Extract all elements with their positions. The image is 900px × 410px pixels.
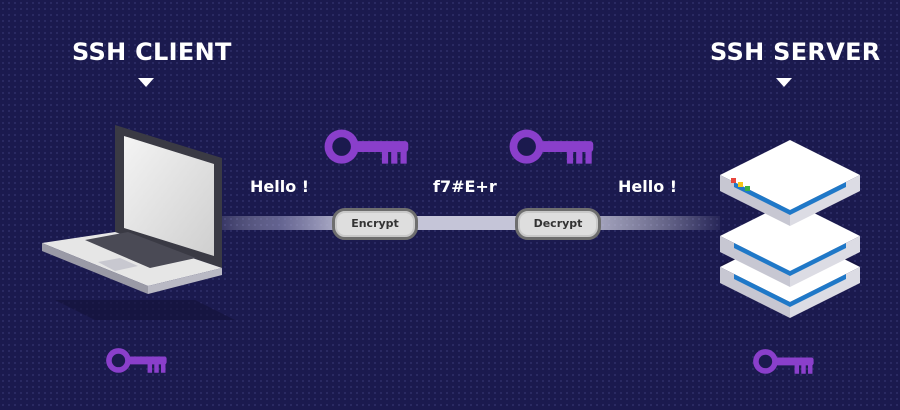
plaintext-right: Hello ! (618, 177, 678, 196)
key-icon (753, 349, 814, 374)
status-light-yellow (738, 182, 743, 187)
client-title: SSH CLIENT (72, 38, 232, 66)
status-light-green (745, 186, 750, 191)
key-icon (509, 129, 594, 164)
ciphertext: f7#E+r (433, 177, 497, 196)
server-title: SSH SERVER (710, 38, 881, 66)
status-light-red (731, 178, 736, 183)
key-icon (324, 129, 409, 164)
decrypt-step: Decrypt (515, 208, 601, 240)
laptop-icon (42, 125, 235, 320)
key-icon (106, 348, 167, 373)
server-icon (720, 140, 860, 318)
connection-beam (210, 216, 720, 230)
plaintext-left: Hello ! (250, 177, 310, 196)
client-pointer-icon (138, 78, 154, 87)
server-pointer-icon (776, 78, 792, 87)
encrypt-step: Encrypt (332, 208, 418, 240)
